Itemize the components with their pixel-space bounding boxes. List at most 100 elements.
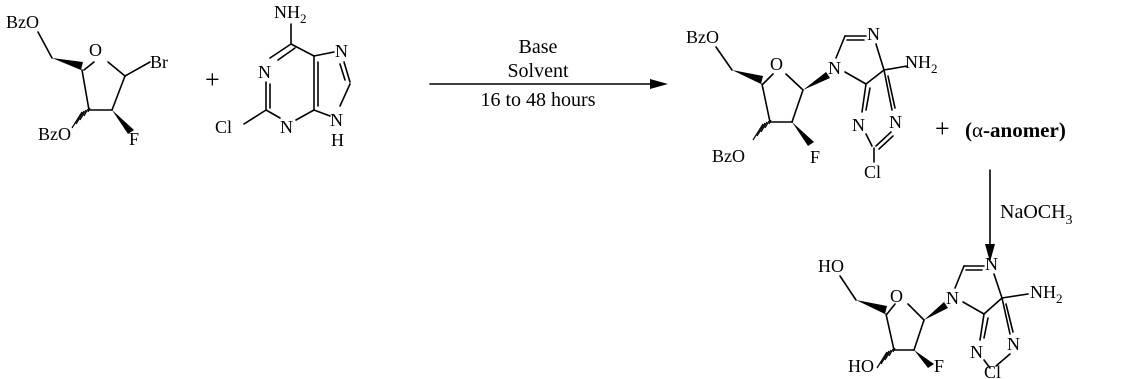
bond xyxy=(865,133,873,147)
deprotected-nucleoside-product: HO O HO F N N NH2 N N xyxy=(818,254,1063,379)
bond xyxy=(277,47,296,61)
bond xyxy=(339,63,346,81)
wedge-bond xyxy=(924,302,948,320)
bond xyxy=(111,75,126,111)
bond xyxy=(37,31,53,59)
bond xyxy=(1001,293,1029,299)
bond xyxy=(343,61,351,83)
wedge-bond xyxy=(52,58,83,70)
n3-label: N xyxy=(280,117,293,137)
ring-oxygen-label: O xyxy=(89,40,102,60)
n9-hydrogen-label: H xyxy=(331,130,344,150)
bond xyxy=(107,61,126,77)
bzo-top-label: BzO xyxy=(686,27,719,47)
n3-label: N xyxy=(970,342,983,362)
bond xyxy=(269,43,292,59)
bzo-top-label: BzO xyxy=(6,12,39,32)
bond xyxy=(883,65,908,71)
bond xyxy=(865,69,885,85)
plus-sign: + xyxy=(935,114,950,143)
bond xyxy=(785,73,804,91)
bond xyxy=(81,69,90,111)
n1-label: N xyxy=(1007,334,1020,354)
condition-base: Base xyxy=(519,36,558,58)
bond xyxy=(715,46,733,71)
bond xyxy=(83,61,95,71)
bond xyxy=(883,69,893,111)
wedge-bond xyxy=(792,122,814,146)
amino-label: NH2 xyxy=(905,52,938,76)
n7-label: N xyxy=(867,24,880,44)
wedge-bond xyxy=(856,300,887,314)
ring-oxygen-label: O xyxy=(890,286,903,306)
bzo-bottom-label: BzO xyxy=(712,146,745,166)
reaction-arrow-main: Base Solvent 16 to 48 hours xyxy=(429,36,668,111)
bond xyxy=(290,43,315,57)
n1-label: N xyxy=(889,112,902,132)
n7-label: N xyxy=(335,41,348,61)
bond xyxy=(313,51,335,57)
bond xyxy=(983,359,991,369)
bond xyxy=(835,35,846,59)
chlorine-label: Cl xyxy=(864,162,881,182)
n7-label: N xyxy=(985,254,998,274)
bond xyxy=(762,73,774,85)
bond xyxy=(887,75,896,109)
n9-label: N xyxy=(946,288,959,308)
bond xyxy=(993,273,1003,299)
bond xyxy=(243,109,267,125)
bond xyxy=(962,301,985,315)
hash-bond xyxy=(71,107,91,129)
bond xyxy=(979,313,985,341)
condition-solvent: Solvent xyxy=(507,60,569,82)
n3-label: N xyxy=(852,115,865,135)
wedge-bond xyxy=(803,72,830,90)
bond xyxy=(339,83,351,107)
bond xyxy=(861,83,867,113)
wedge-bond xyxy=(914,350,934,368)
arrow-head xyxy=(650,79,668,89)
bond xyxy=(761,83,771,123)
bromo-sugar-reagent: BzO O Br BzO F xyxy=(6,12,168,149)
bond xyxy=(295,109,315,121)
bond xyxy=(313,109,331,117)
fluorine-label: F xyxy=(129,129,139,149)
bond xyxy=(913,319,925,351)
amino-label: NH2 xyxy=(274,2,307,26)
chlorine-label: Cl xyxy=(215,117,232,137)
bond xyxy=(124,61,151,77)
n1-label: N xyxy=(258,62,271,82)
bond xyxy=(839,275,857,301)
hash-bond xyxy=(876,347,896,369)
amino-label: NH2 xyxy=(1030,282,1063,306)
n9-label: N xyxy=(330,110,343,130)
ho-bottom-label: HO xyxy=(848,356,874,376)
n9-label: N xyxy=(828,58,841,78)
bond xyxy=(865,87,871,111)
fluorine-label: F xyxy=(934,356,944,376)
bond xyxy=(885,313,895,351)
condition-time: 16 to 48 hours xyxy=(481,89,596,111)
ring-oxygen-label: O xyxy=(770,54,783,74)
hash-bond xyxy=(752,119,772,141)
bzo-bottom-label: BzO xyxy=(38,124,71,144)
sodium-methoxide-label: NaOCH3 xyxy=(1000,201,1073,228)
bond xyxy=(875,131,892,147)
arrow-head xyxy=(985,244,995,262)
bond xyxy=(983,297,1003,315)
bond xyxy=(1001,297,1011,335)
wedge-bond xyxy=(112,110,134,134)
bond xyxy=(878,135,894,150)
bromine-label: Br xyxy=(150,52,168,72)
wedge-bond xyxy=(732,70,763,84)
chlorine-label: Cl xyxy=(984,362,1001,379)
bond xyxy=(983,317,989,339)
ho-top-label: HO xyxy=(818,256,844,276)
bond xyxy=(875,43,885,71)
bond xyxy=(1005,303,1014,333)
bond xyxy=(886,303,896,315)
bond xyxy=(907,303,925,321)
bond xyxy=(844,71,867,85)
bond xyxy=(954,265,965,289)
